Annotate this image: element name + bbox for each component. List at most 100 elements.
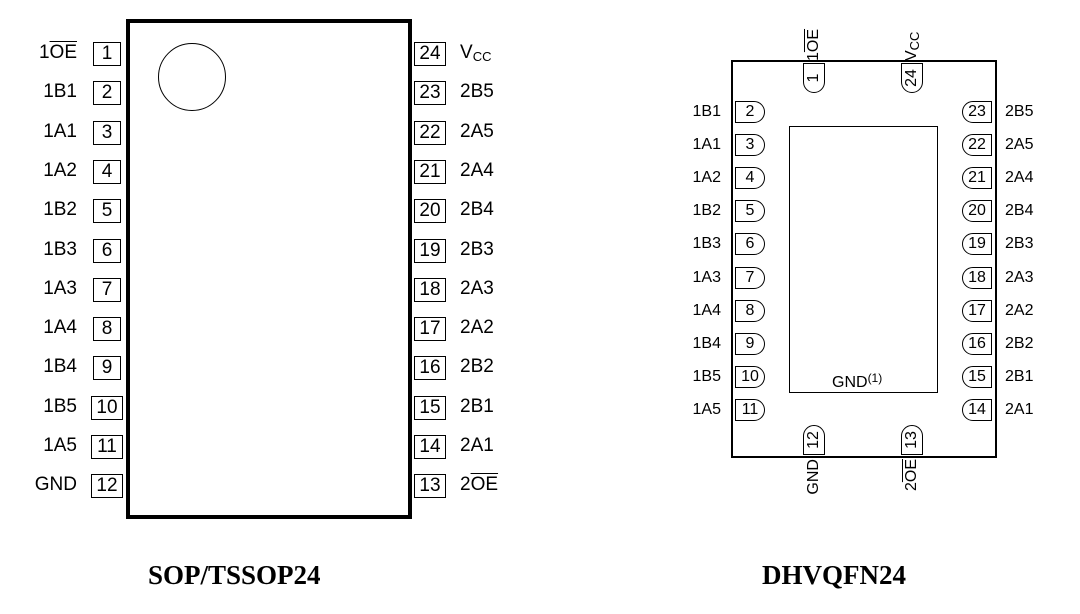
sop-pin-5-label: 1B2 [43, 198, 77, 222]
qfn-pin-1-pad [803, 63, 825, 93]
qfn-pin-6-label: 1B3 [693, 234, 721, 254]
qfn-pin-4-number: 4 [735, 167, 765, 189]
sop-pin-11-label: 1A5 [43, 434, 77, 458]
pin-label-text: 1A1 [692, 136, 721, 153]
qfn-pin-2-label: 1B1 [693, 102, 721, 122]
sop-pin-21-label: 2A4 [460, 159, 494, 183]
pin-label-prefix: 2 [460, 474, 471, 495]
pin-label-text: 1B2 [692, 202, 721, 219]
sop-pin-16-number: 16 [414, 356, 446, 380]
pin-label-text: 1A3 [43, 278, 77, 299]
pin-label-text: 1A4 [43, 317, 77, 338]
pin-label-text: GND [34, 474, 77, 495]
sop-package-body [126, 19, 412, 519]
pin-label-text: 2B2 [460, 356, 494, 377]
sop-pin-22-number: 22 [414, 121, 446, 145]
qfn-pin-19-label: 2B3 [1005, 234, 1033, 254]
sop-pin-19-number: 19 [414, 239, 446, 263]
qfn-pin-20-number: 20 [962, 200, 992, 222]
qfn-pin-13-pad [901, 425, 923, 455]
pin-label-text: 2A4 [460, 160, 494, 181]
qfn-pin-3-label: 1A1 [693, 135, 721, 155]
sop-pin-2-number: 2 [93, 81, 121, 105]
sop-pin-14-label: 2A1 [460, 434, 494, 458]
sop-caption: SOP/TSSOP24 [148, 560, 321, 590]
qfn-pin-2-number: 2 [735, 101, 765, 123]
pin-label-text: 1B4 [692, 335, 721, 352]
sop-pin-8-label: 1A4 [43, 316, 77, 340]
sop-pin-19-label: 2B3 [460, 238, 494, 262]
qfn-pin-5-label: 1B2 [693, 201, 721, 221]
qfn-pin-6-number: 6 [735, 233, 765, 255]
pin-label-overbar: OE [470, 474, 499, 495]
sop-pin-23-label: 2B5 [460, 80, 494, 104]
sop-pin-17-label: 2A2 [460, 316, 494, 340]
sop-pin-4-number: 4 [93, 160, 121, 184]
pin-label-text: 2A3 [1005, 269, 1034, 286]
qfn-pin-22-number: 22 [962, 134, 992, 156]
sop-pin-3-number: 3 [93, 121, 121, 145]
pin-label-prefix: 1 [38, 42, 50, 63]
sop-pin-7-number: 7 [93, 278, 121, 302]
qfn-exposed-pad [789, 126, 938, 393]
qfn-pin-8-label: 1A4 [693, 301, 721, 321]
sop-pin-10-number: 10 [91, 396, 123, 420]
qfn-pin-18-number: 18 [962, 267, 992, 289]
qfn-pin-12-number: 12 [805, 431, 822, 449]
qfn-pin-24-label: VCC [901, 1, 923, 61]
pin-label-text: 2B2 [1005, 335, 1034, 352]
pin-label-text: 2A5 [460, 121, 494, 142]
qfn-pin-13-number: 13 [903, 431, 920, 449]
pin-label-prefix: 2 [903, 482, 920, 492]
pin-label-prefix: 1 [805, 52, 822, 61]
qfn-pin-23-label: 2B5 [1005, 102, 1033, 122]
pin-label-text: 2B5 [460, 81, 494, 102]
qfn-pin-14-label: 2A1 [1005, 400, 1033, 420]
pin-label-text: 1B3 [43, 239, 77, 260]
qfn-pin-8-number: 8 [735, 300, 765, 322]
pin-label-overbar: OE [49, 42, 77, 63]
pin-label-text: 2A1 [460, 435, 494, 456]
qfn-caption: DHVQFN24 [762, 560, 906, 590]
qfn-pin-7-label: 1A3 [693, 268, 721, 288]
sop-pin-24-number: 24 [414, 42, 446, 66]
sop-pin-14-number: 14 [414, 435, 446, 459]
sop-pin-23-number: 23 [414, 81, 446, 105]
qfn-package-body [731, 60, 997, 458]
pin-label-text: 1B2 [43, 199, 77, 220]
pin-label-text: 2B4 [460, 199, 494, 220]
pin1-marker-circle [158, 43, 226, 111]
sop-pin-8-number: 8 [93, 317, 121, 341]
qfn-pin-10-number: 10 [735, 366, 765, 388]
pin-label-text: 1B4 [43, 356, 77, 377]
pin-label-text: 1B5 [43, 396, 77, 417]
sop-pin-22-label: 2A5 [460, 120, 494, 144]
sop-pin-20-number: 20 [414, 199, 446, 223]
qfn-pin-20-label: 2B4 [1005, 201, 1033, 221]
pin-label-main: V [460, 42, 473, 63]
qfn-pad-label-text: GND [832, 374, 868, 391]
pin-label-text: 1A3 [692, 269, 721, 286]
pin-label-text: 1A4 [692, 302, 721, 319]
pin-label-text: 2A4 [1005, 169, 1034, 186]
pin-label-text: 2B5 [1005, 103, 1034, 120]
qfn-pin-19-number: 19 [962, 233, 992, 255]
sop-pin-15-label: 2B1 [460, 395, 494, 419]
qfn-pin-14-number: 14 [962, 399, 992, 421]
qfn-pin-16-label: 2B2 [1005, 334, 1033, 354]
pin-label-text: 1A2 [692, 169, 721, 186]
sop-pin-15-number: 15 [414, 396, 446, 420]
qfn-pin-24-number: 24 [903, 69, 920, 87]
pin-label-text: 2B3 [1005, 235, 1034, 252]
qfn-pin-17-number: 17 [962, 300, 992, 322]
sop-pin-9-number: 9 [93, 356, 121, 380]
sop-pin-18-label: 2A3 [460, 277, 494, 301]
pin-label-text: 2A3 [460, 278, 494, 299]
pin-label-text: GND [805, 459, 822, 495]
sop-pin-21-number: 21 [414, 160, 446, 184]
pin-label-text: 1A1 [43, 121, 77, 142]
pin-label-text: 1B1 [692, 103, 721, 120]
sop-pin-12-label: GND [35, 473, 77, 497]
qfn-pin-15-number: 15 [962, 366, 992, 388]
qfn-pin-21-number: 21 [962, 167, 992, 189]
